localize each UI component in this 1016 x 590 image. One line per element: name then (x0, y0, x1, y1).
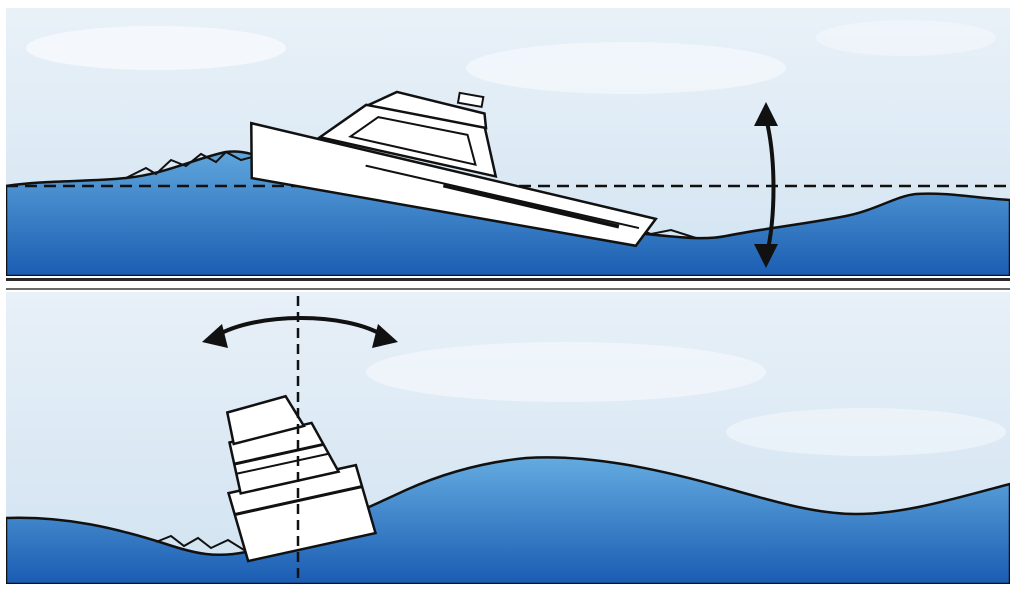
roll-motion-arrow (202, 316, 398, 348)
sky-cloud (816, 20, 996, 56)
cabin-stripe (235, 452, 329, 475)
boat-flybridge (225, 394, 306, 446)
arrow-head-down (754, 244, 778, 268)
bottom-panel (6, 292, 1010, 584)
boat-window (348, 116, 477, 167)
cabin-stripe (234, 443, 324, 466)
arrow-head-right (372, 324, 398, 348)
boat-hull (250, 121, 658, 248)
boat-radar (456, 91, 485, 109)
boat-bottom (225, 394, 378, 563)
bottom-panel-svg (6, 292, 1010, 584)
top-panel-svg (6, 8, 1010, 276)
top-panel (6, 8, 1010, 276)
boat-top (250, 90, 658, 248)
arrow-shaft (764, 117, 776, 259)
vertical-motion-arrow (754, 102, 778, 268)
panel-divider (6, 278, 1010, 290)
boat-flybridge (364, 90, 488, 130)
sky-cloud (366, 342, 766, 402)
sky-cloud (726, 408, 1006, 456)
arrow-head-up (754, 102, 778, 126)
sky-cloud (466, 42, 786, 94)
hull-stripe (235, 484, 364, 516)
wave-foam (125, 150, 269, 179)
hull-stripe (365, 164, 640, 230)
sky-cloud (26, 26, 286, 70)
hull-stripe (442, 183, 620, 229)
arrow-shaft (214, 316, 386, 338)
arrow-head-left (202, 324, 228, 348)
